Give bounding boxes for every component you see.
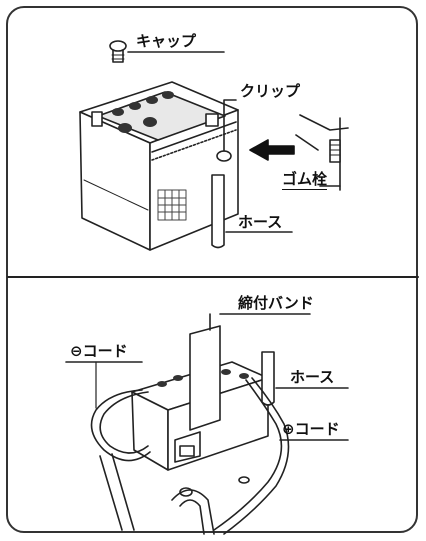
cap-label: キャップ xyxy=(136,32,197,50)
hose-label-top: ホース xyxy=(238,213,283,231)
rubber-plug-label: ゴム栓 xyxy=(282,170,328,190)
hose-label-bottom: ホース xyxy=(290,368,335,386)
rubber-plug-part xyxy=(295,114,349,191)
negative-cord-label: ⊖コード xyxy=(70,342,128,360)
negative-cord xyxy=(65,361,151,462)
arrow-icon xyxy=(249,139,295,161)
positive-cord-label: ⊕コード xyxy=(282,420,340,438)
battery-top-view xyxy=(79,81,239,251)
positive-cord xyxy=(213,377,349,535)
battery-installed-view xyxy=(131,313,349,471)
clip-part xyxy=(216,99,237,162)
hose-part-top xyxy=(211,174,293,249)
cap-part xyxy=(109,40,225,63)
clip-label: クリップ xyxy=(240,82,301,100)
band-label: 締付バンド xyxy=(238,294,314,312)
